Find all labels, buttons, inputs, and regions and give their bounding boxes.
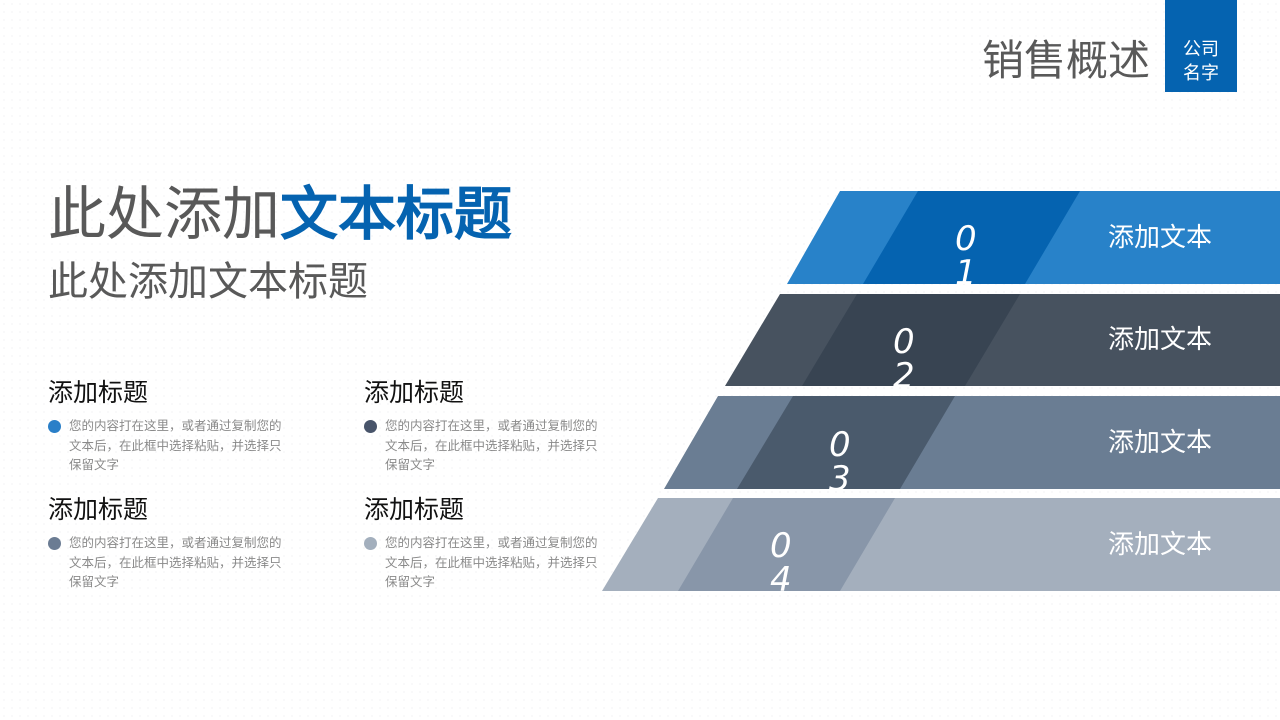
bullet-dot-icon — [48, 420, 61, 433]
content-item-4: 添加标题 您的内容打在这里，或者通过复制您的文本后，在此框中选择粘贴，并选择只保… — [364, 495, 604, 592]
band-label-1[interactable]: 添加文本 — [1108, 223, 1213, 253]
company-name-line2: 名字 — [1183, 63, 1219, 84]
item-title: 添加标题 — [48, 495, 149, 524]
band-label-3[interactable]: 添加文本 — [1108, 428, 1213, 458]
company-name-badge: 公司 名字 — [1165, 0, 1237, 92]
company-name-line1: 公司 — [1183, 39, 1219, 60]
item-body-text: 您的内容打在这里，或者通过复制您的文本后，在此框中选择粘贴，并选择只保留文字 — [385, 535, 598, 589]
page-header-title: 销售概述 — [982, 36, 1151, 85]
content-item-1: 添加标题 您的内容打在这里，或者通过复制您的文本后，在此框中选择粘贴，并选择只保… — [48, 378, 288, 475]
band-number-01: 01 — [955, 222, 977, 284]
bullet-dot-icon — [364, 420, 377, 433]
main-title: 此处添加文本标题 — [48, 180, 512, 248]
content-item-3: 添加标题 您的内容打在这里，或者通过复制您的文本后，在此框中选择粘贴，并选择只保… — [48, 495, 288, 592]
band-number-04: 04 — [770, 529, 792, 591]
band-label-4[interactable]: 添加文本 — [1108, 530, 1213, 560]
main-title-plain: 此处添加 — [48, 180, 281, 248]
band-number-02: 02 — [893, 325, 915, 386]
item-title: 添加标题 — [364, 378, 465, 407]
band-label-2[interactable]: 添加文本 — [1108, 325, 1213, 355]
item-title: 添加标题 — [48, 378, 149, 407]
main-title-highlight: 文本标题 — [280, 180, 513, 248]
item-title: 添加标题 — [364, 495, 465, 524]
band-number-03: 03 — [829, 428, 851, 489]
bullet-dot-icon — [48, 537, 61, 550]
item-body-text: 您的内容打在这里，或者通过复制您的文本后，在此框中选择粘贴，并选择只保留文字 — [385, 418, 598, 472]
sub-title: 此处添加文本标题 — [48, 259, 368, 305]
item-body-text: 您的内容打在这里，或者通过复制您的文本后，在此框中选择粘贴，并选择只保留文字 — [69, 535, 282, 589]
bullet-dot-icon — [364, 537, 377, 550]
item-body-text: 您的内容打在这里，或者通过复制您的文本后，在此框中选择粘贴，并选择只保留文字 — [69, 418, 282, 472]
content-item-2: 添加标题 您的内容打在这里，或者通过复制您的文本后，在此框中选择粘贴，并选择只保… — [364, 378, 604, 475]
